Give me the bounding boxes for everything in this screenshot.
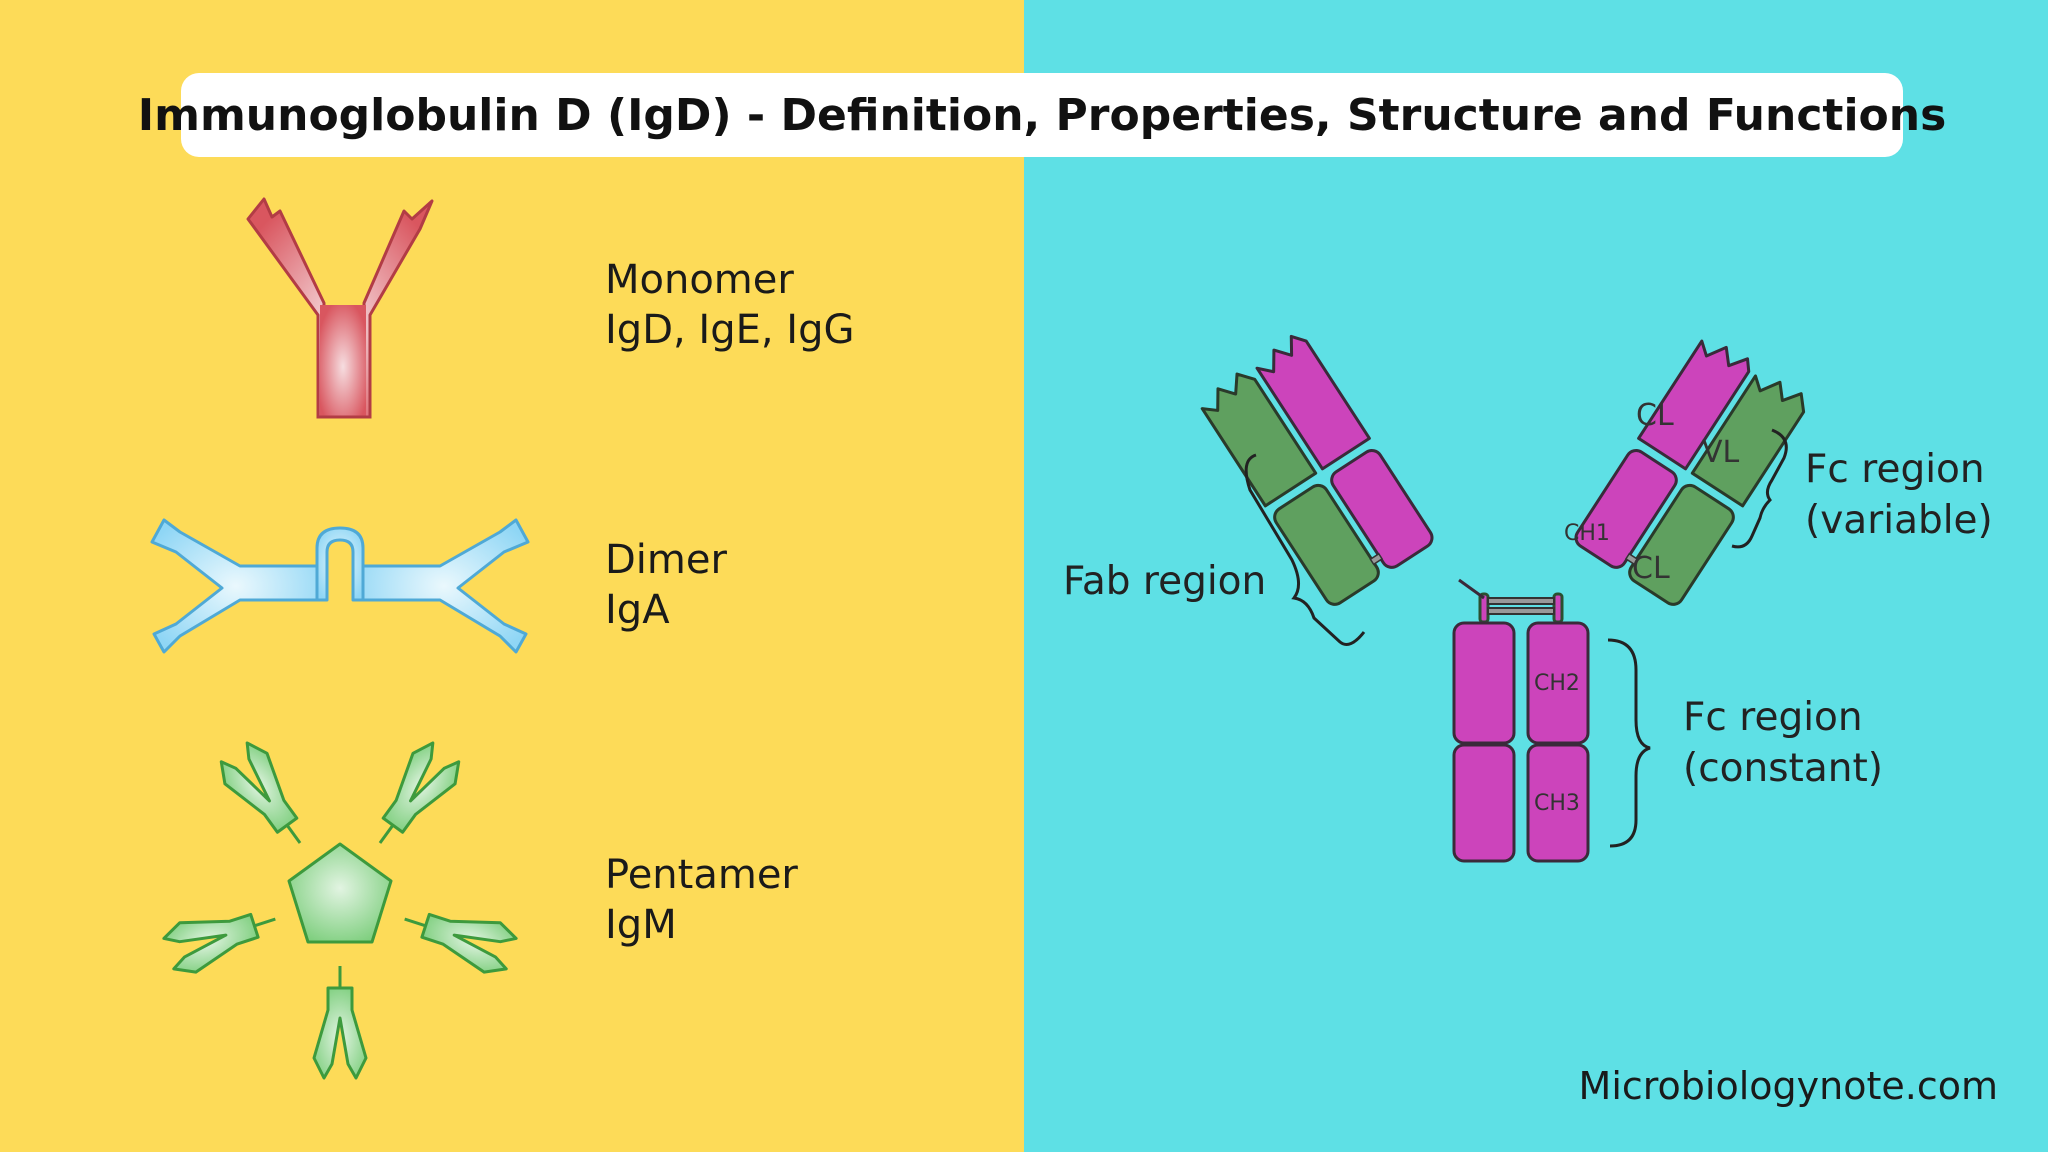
- monomer-title: Monomer: [605, 257, 794, 303]
- left-light-chain: [1200, 372, 1380, 606]
- pentamer-title: Pentamer: [605, 852, 798, 898]
- site-watermark: Microbiologynote.com: [1578, 1064, 1998, 1108]
- title-banner: Immunoglobulin D (IgD) - Definition, Pro…: [138, 73, 1946, 157]
- dimer-examples: IgA: [605, 587, 670, 633]
- right-panel: [1024, 0, 2048, 1152]
- domain-label-ch3: CH3: [1534, 791, 1580, 816]
- monomer-examples: IgD, IgE, IgG: [605, 307, 855, 353]
- dimer-label: Dimer IgA: [605, 535, 727, 635]
- fc-constant-label: Fc region (constant): [1683, 692, 1883, 794]
- right-light-chain: [1628, 374, 1806, 606]
- fc-constant-line1: Fc region: [1683, 695, 1863, 740]
- fc-variable-line2: (variable): [1805, 498, 1993, 543]
- fc-stem: [1452, 621, 1590, 863]
- fc-variable-line1: Fc region: [1805, 447, 1985, 492]
- domain-label-ch1: CH1: [1564, 521, 1610, 546]
- fc-variable-brace: [1731, 428, 1788, 549]
- pentamer-examples: IgM: [605, 902, 677, 948]
- domain-label-cl-bottom: CL: [1632, 551, 1670, 586]
- domain-label-cl-top: CL: [1636, 398, 1674, 433]
- left-heavy-chain: [1255, 334, 1434, 569]
- fc-variable-label: Fc region (variable): [1805, 444, 1993, 546]
- monomer-label: Monomer IgD, IgE, IgG: [605, 255, 855, 355]
- pentamer-antibody-icon: [159, 735, 521, 1080]
- right-heavy-chain: [1574, 339, 1751, 569]
- left-panel: [0, 0, 1024, 1152]
- domain-label-ch2: CH2: [1534, 671, 1580, 696]
- pentamer-label: Pentamer IgM: [605, 850, 798, 950]
- fc-constant-line2: (constant): [1683, 746, 1883, 791]
- dimer-antibody-icon: [150, 518, 530, 654]
- domain-label-vl: VL: [1702, 435, 1740, 470]
- y-antibody-icon: [246, 197, 434, 419]
- fc-constant-brace: [1607, 638, 1651, 848]
- fab-brace: [1244, 453, 1366, 646]
- fab-region-label: Fab region: [1063, 559, 1267, 604]
- dimer-title: Dimer: [605, 537, 727, 583]
- antibody-structure-diagram: CH2 CH3 CH1 CL CL VL: [1200, 334, 1806, 863]
- page-title: Immunoglobulin D (IgD) - Definition, Pro…: [137, 89, 1947, 141]
